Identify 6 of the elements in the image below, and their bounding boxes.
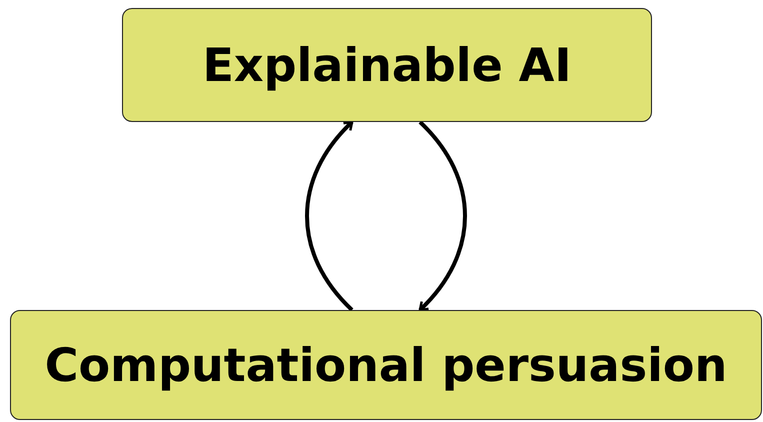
arrow [418, 120, 467, 312]
concept-box [122, 8, 652, 122]
node-label: Explainable AI [202, 38, 572, 92]
arrow [305, 120, 354, 312]
node-label: Computational persuasion [44, 338, 728, 392]
concept-box [10, 310, 762, 420]
